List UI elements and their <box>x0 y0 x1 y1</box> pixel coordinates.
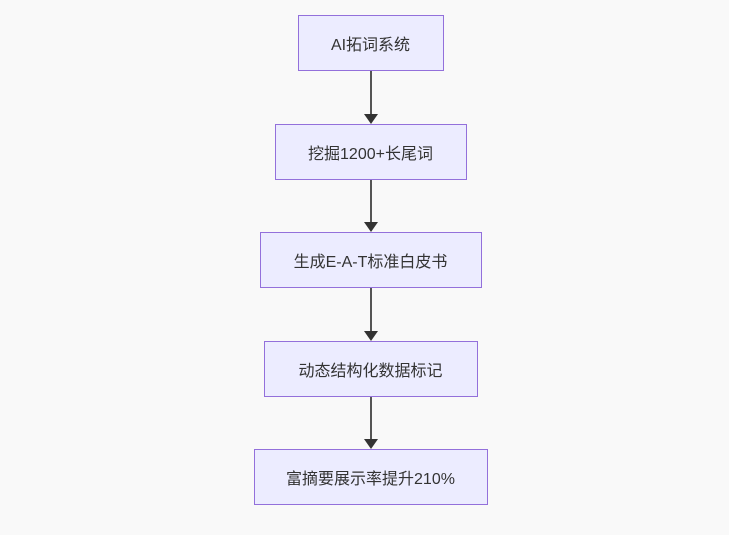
flow-node-dynamic-structured-data-markup: 动态结构化数据标记 <box>263 340 478 397</box>
arrow-down-icon <box>363 222 378 232</box>
flow-node-label: 生成E-A-T标准白皮书 <box>293 254 448 271</box>
edge-line <box>369 288 372 331</box>
flow-node-generate-eat-whitepaper: 生成E-A-T标准白皮书 <box>259 232 482 288</box>
flow-node-rich-snippet-rate-increase: 富摘要展示率提升210% <box>253 449 488 505</box>
flow-node-mine-longtail-keywords: 挖掘1200+长尾词 <box>274 123 467 180</box>
edge-n2-n3 <box>363 179 378 232</box>
arrow-down-icon <box>363 330 378 341</box>
edge-n4-n5 <box>363 396 378 449</box>
arrow-down-icon <box>363 113 378 124</box>
flow-node-label: 挖掘1200+长尾词 <box>308 145 433 163</box>
edge-n1-n2 <box>363 71 378 124</box>
edge-line <box>369 396 372 439</box>
flow-node-label: 动态结构化数据标记 <box>298 362 443 380</box>
flow-node-ai-word-expansion-system: AI拓词系统 <box>297 15 444 71</box>
edge-line <box>369 179 372 222</box>
edge-n3-n4 <box>363 288 378 341</box>
flowchart: AI拓词系统 挖掘1200+长尾词 生成E-A-T标准白皮书 动态结构化数据标记… <box>6 0 729 505</box>
edge-line <box>369 71 372 114</box>
arrow-down-icon <box>363 439 378 449</box>
flow-node-label: 富摘要展示率提升210% <box>286 471 455 488</box>
flow-node-label: AI拓词系统 <box>330 37 411 54</box>
